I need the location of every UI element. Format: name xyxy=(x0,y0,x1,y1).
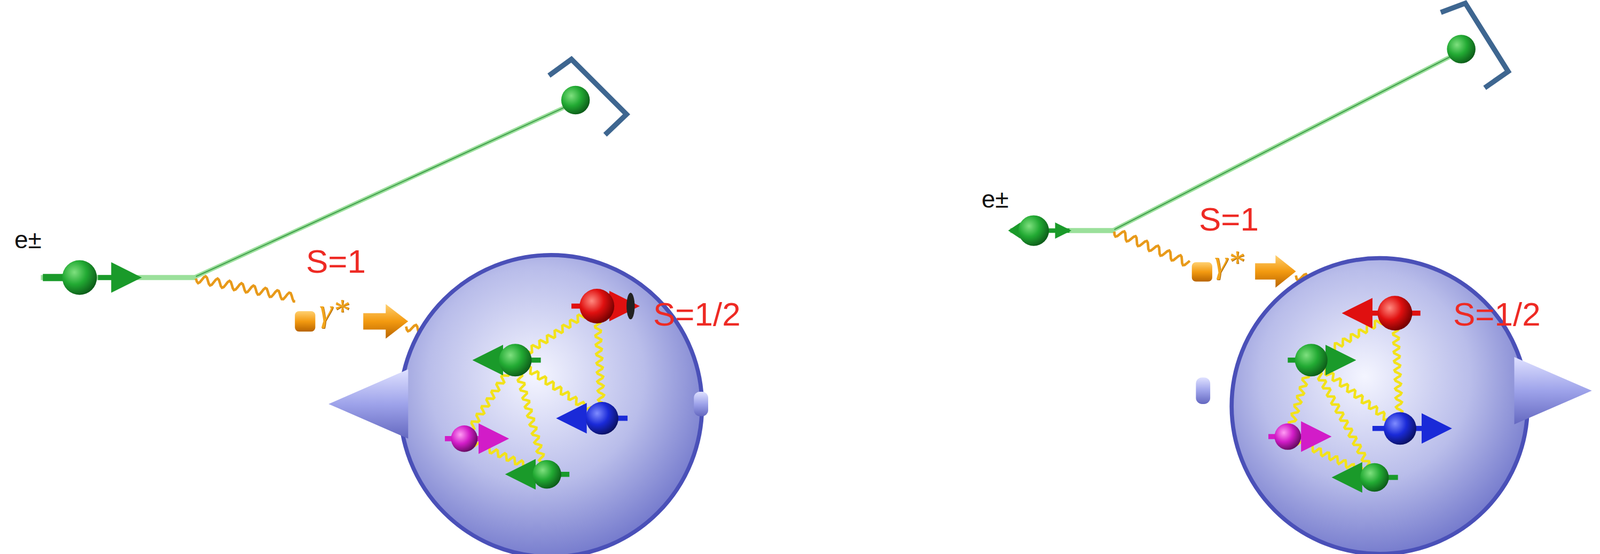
detector-bracket xyxy=(1440,3,1509,89)
lepton-label: e± xyxy=(14,227,42,253)
detector-bracket xyxy=(548,59,627,135)
left-panel xyxy=(40,59,709,554)
virtual-photon xyxy=(1114,231,1190,266)
photon-label: γ* xyxy=(1214,245,1244,279)
spin-label: S=1 xyxy=(306,245,366,279)
gluon xyxy=(513,360,549,475)
nucleon-spin-tail xyxy=(1195,377,1211,405)
scattered-lepton xyxy=(1446,34,1476,64)
photon-label: γ* xyxy=(319,293,349,327)
quark xyxy=(498,343,532,377)
gluon xyxy=(1309,360,1375,478)
lepton-label: e± xyxy=(981,186,1009,212)
photon-spin-tail xyxy=(1191,262,1213,282)
quark xyxy=(1383,412,1417,445)
spin-arrow-tail xyxy=(42,273,64,281)
quark xyxy=(1377,295,1413,331)
virtual-photon xyxy=(195,276,296,302)
quark xyxy=(579,288,615,324)
quark xyxy=(1360,463,1390,493)
photon-spin-arrow xyxy=(363,304,409,340)
lepton-track-edge xyxy=(1112,53,1458,231)
nucleon-spin-arrow xyxy=(328,369,409,439)
quark xyxy=(585,402,619,435)
photon-spin-tail xyxy=(294,311,316,332)
right-panel xyxy=(1008,3,1592,554)
quark xyxy=(532,460,561,490)
spin-label: S=1 xyxy=(1198,202,1259,237)
lepton-track xyxy=(193,104,572,278)
incoming-lepton xyxy=(62,260,98,295)
scattered-lepton xyxy=(561,85,591,115)
lepton-track xyxy=(1112,53,1458,231)
quark xyxy=(1274,423,1301,451)
spin-label: S=1/2 xyxy=(653,297,741,332)
nucleon-spin-arrow xyxy=(1514,357,1592,425)
nucleon-spin-tail xyxy=(693,391,709,417)
photon-spin-arrow xyxy=(1255,255,1296,288)
quark-spin-head xyxy=(626,293,635,320)
quark xyxy=(1295,343,1328,377)
incoming-lepton xyxy=(1018,215,1049,246)
quark xyxy=(451,425,478,453)
spin-arrow xyxy=(97,275,127,281)
gluon xyxy=(1311,360,1400,431)
spin-arrow-head xyxy=(1055,222,1072,240)
lepton-track-edge xyxy=(193,104,572,278)
spin-label: S=1/2 xyxy=(1453,297,1541,332)
